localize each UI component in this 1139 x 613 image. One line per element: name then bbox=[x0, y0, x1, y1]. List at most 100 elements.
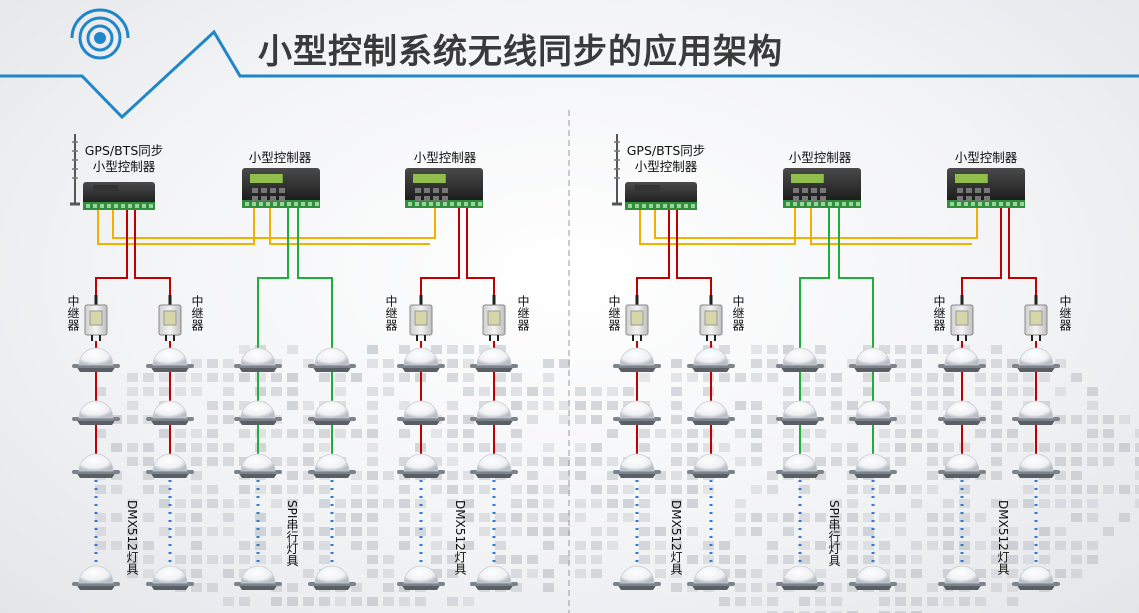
map-tile bbox=[751, 373, 762, 382]
terminal-pin bbox=[142, 204, 146, 208]
map-tile bbox=[735, 513, 746, 522]
terminal-pin bbox=[807, 202, 811, 206]
map-tile bbox=[223, 401, 234, 410]
map-tile bbox=[687, 443, 698, 452]
controller-key bbox=[984, 188, 990, 193]
map-tile bbox=[591, 485, 602, 494]
map-tile bbox=[495, 513, 506, 522]
light-fixture-dome bbox=[619, 347, 655, 366]
map-tile bbox=[223, 359, 234, 368]
map-tile bbox=[335, 373, 346, 382]
map-tile bbox=[927, 527, 938, 536]
map-tile bbox=[1007, 597, 1018, 606]
map-tile bbox=[1119, 415, 1130, 424]
map-tile bbox=[943, 555, 954, 564]
terminal-pin bbox=[315, 202, 319, 206]
map-tile bbox=[1087, 401, 1098, 410]
map-tile bbox=[511, 429, 522, 438]
map-tile bbox=[127, 555, 138, 564]
map-tile bbox=[927, 457, 938, 466]
terminal-pin bbox=[1013, 202, 1017, 206]
map-tile bbox=[511, 401, 522, 410]
map-tile bbox=[511, 499, 522, 508]
map-tile bbox=[831, 373, 842, 382]
map-tile bbox=[1087, 513, 1098, 522]
map-tile bbox=[799, 373, 810, 382]
map-tile bbox=[127, 541, 138, 550]
map-tile bbox=[767, 513, 778, 522]
map-tile bbox=[527, 555, 538, 564]
map-tile bbox=[143, 555, 154, 564]
map-tile bbox=[799, 597, 810, 606]
map-tile bbox=[527, 485, 538, 494]
map-tile bbox=[511, 555, 522, 564]
controller-lcd bbox=[955, 174, 988, 183]
map-tile bbox=[959, 513, 970, 522]
map-tile bbox=[127, 527, 138, 536]
map-tile bbox=[1135, 457, 1139, 466]
map-tile bbox=[895, 415, 906, 424]
map-tile bbox=[927, 443, 938, 452]
map-tile bbox=[879, 345, 890, 354]
map-tile bbox=[303, 443, 314, 452]
light-fixture-dome bbox=[152, 400, 188, 419]
terminal-pin bbox=[245, 202, 249, 206]
map-tile bbox=[271, 429, 282, 438]
map-tile bbox=[1055, 443, 1066, 452]
terminal-pin bbox=[280, 202, 284, 206]
controller-terminal bbox=[625, 202, 697, 210]
terminal-pin bbox=[684, 204, 688, 208]
map-tile bbox=[751, 443, 762, 452]
map-tile bbox=[463, 499, 474, 508]
terminal-pin bbox=[985, 202, 989, 206]
map-tile bbox=[271, 499, 282, 508]
map-tile bbox=[943, 345, 954, 354]
map-tile bbox=[159, 387, 170, 396]
map-tile bbox=[335, 429, 346, 438]
map-tile bbox=[959, 443, 970, 452]
map-tile bbox=[783, 387, 794, 396]
map-tile bbox=[847, 555, 858, 564]
map-tile bbox=[143, 457, 154, 466]
terminal-pin bbox=[287, 202, 291, 206]
map-tile bbox=[991, 457, 1002, 466]
map-tile bbox=[799, 485, 810, 494]
dmx-line bbox=[466, 208, 495, 300]
map-tile bbox=[287, 429, 298, 438]
map-tile bbox=[591, 555, 602, 564]
repeater-label-plate bbox=[1029, 310, 1043, 326]
map-tile bbox=[239, 345, 250, 354]
light-fixture-dome bbox=[619, 400, 655, 419]
map-tile bbox=[367, 499, 378, 508]
map-tile bbox=[639, 541, 650, 550]
map-tile bbox=[879, 597, 890, 606]
map-tile bbox=[607, 527, 618, 536]
map-tile bbox=[1055, 387, 1066, 396]
map-tile bbox=[431, 345, 442, 354]
controller-ports bbox=[635, 185, 661, 191]
map-tile bbox=[367, 555, 378, 564]
light-fixture-dome bbox=[476, 565, 512, 584]
map-tile bbox=[671, 373, 682, 382]
terminal-pin bbox=[971, 202, 975, 206]
terminal-pin bbox=[642, 204, 646, 208]
terminal-pin bbox=[252, 202, 256, 206]
terminal-pin bbox=[1020, 202, 1024, 206]
map-tile bbox=[591, 401, 602, 410]
terminal-pin bbox=[135, 204, 139, 208]
map-tile bbox=[559, 555, 570, 564]
map-tile bbox=[1135, 443, 1139, 452]
map-tile bbox=[399, 429, 410, 438]
map-tile bbox=[1023, 541, 1034, 550]
map-tile bbox=[703, 429, 714, 438]
light-fixture-dome bbox=[78, 400, 114, 419]
map-tile bbox=[383, 597, 394, 606]
map-tile bbox=[463, 387, 474, 396]
terminal-pin bbox=[149, 204, 153, 208]
map-tile bbox=[687, 555, 698, 564]
map-tile bbox=[863, 513, 874, 522]
map-tile bbox=[895, 583, 906, 592]
fixture-label-dmx-left-2: DMX512灯具 bbox=[453, 500, 467, 575]
map-tile bbox=[287, 485, 298, 494]
terminal-pin bbox=[107, 204, 111, 208]
